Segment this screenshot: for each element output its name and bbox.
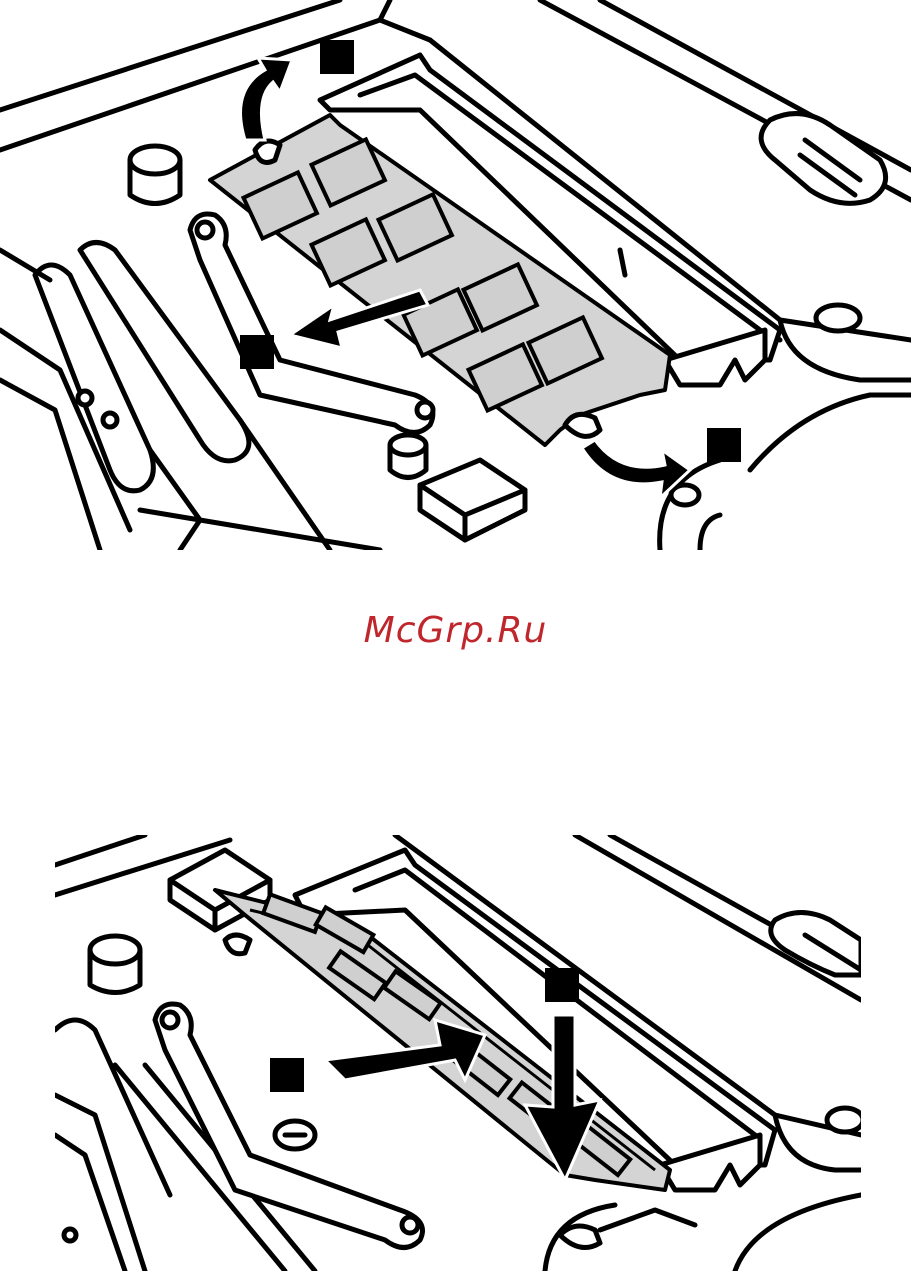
retaining-latch-right [565,414,600,436]
standoff [130,146,180,204]
fan-housing [660,395,911,550]
screw [275,1121,315,1149]
install-memory-illustration [55,835,861,1271]
curved-arrow-icon [241,58,293,140]
component-block [420,460,525,540]
battery-latch [761,114,886,204]
step-marker-square [270,1058,304,1092]
watermark-text: McGrp.Ru [0,610,911,651]
battery-latch [771,913,861,976]
retaining-latch-left [225,935,250,954]
figure-install-memory [55,835,861,1271]
step-marker-square [707,428,741,462]
step-marker-square [240,335,274,369]
standoff [90,936,140,993]
figure-remove-memory [0,0,911,550]
step-marker-square [545,968,579,1002]
screw-hole [816,305,860,331]
step-marker-square [320,40,354,74]
standoff-small [390,435,426,478]
remove-memory-illustration [0,0,911,550]
screw-hole [827,1108,861,1132]
retaining-latch-left [255,141,280,162]
